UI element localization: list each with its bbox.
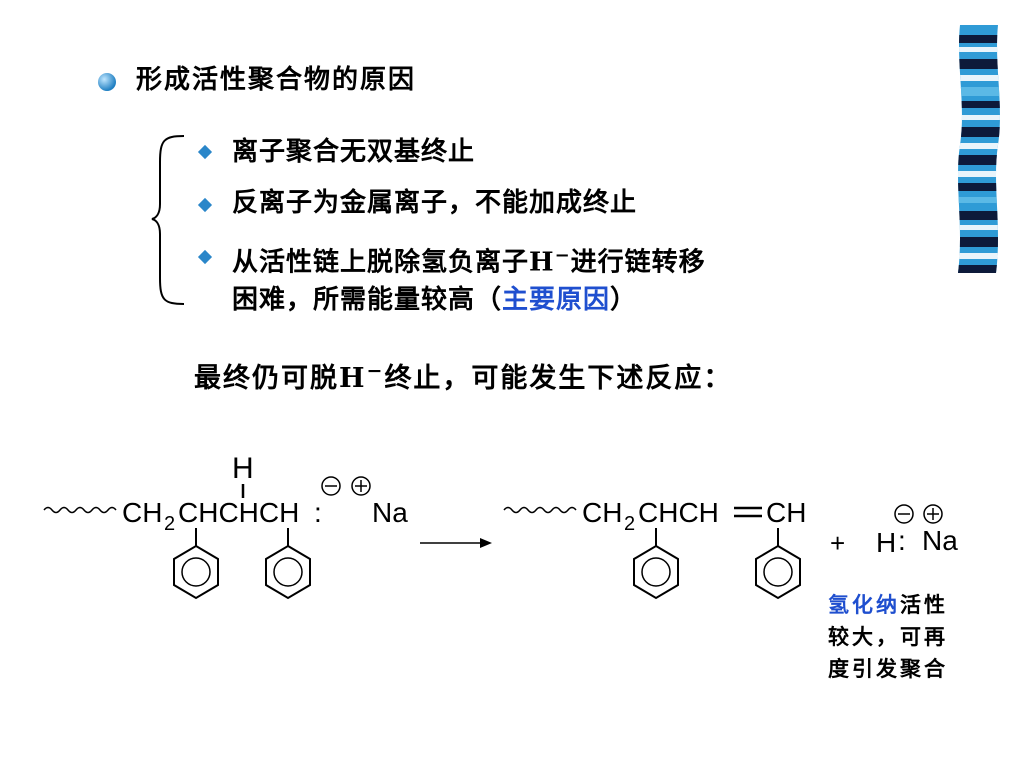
diamond-bullet-icon [197, 144, 213, 160]
summary-text: 最终仍可脱H−终止，可能发生下述反应： [194, 352, 732, 398]
bullet-item-3-text-b: 进行链转移 [570, 247, 706, 278]
slide-title: 形成活性聚合物的原因 [136, 65, 417, 95]
summary-b: 终止，可能发生下述反应： [384, 363, 733, 394]
summary-sup: − [366, 360, 385, 382]
left-colon: : [314, 497, 322, 528]
bullet-item-3-line2: 困难，所需能量较高（主要原因） [232, 280, 637, 320]
bullet-item-3-text-a: 从活性链上脱除氢负离子H [232, 247, 555, 278]
note-line1-rest: 活性 [900, 592, 948, 617]
bullet-item-3-sup: − [554, 245, 571, 266]
summary-a: 最终仍可脱H [194, 363, 367, 394]
bullet-item-3-line2-a: 困难，所需能量较高（ [232, 285, 503, 315]
bullet-item-3-line1: 从活性链上脱除氢负离子H−进行链转移 [232, 236, 706, 283]
diamond-bullet-icon [197, 249, 213, 265]
decorative-stripe-bar [958, 25, 1000, 273]
positive-charge-icon [351, 476, 371, 496]
note-line-1: 氢化纳活性 [828, 590, 948, 620]
note-line-3: 度引发聚合 [828, 656, 948, 681]
double-bond [734, 506, 762, 518]
positive-charge-icon [923, 504, 943, 524]
diamond-bullet-icon [197, 197, 213, 213]
left-rest: CHCHCH [178, 497, 299, 528]
reaction-scheme: CH 2 CHCHCH : H Na CH 2 CHCH CH [43, 452, 958, 600]
negative-charge-icon [894, 504, 914, 524]
plus-sign: + [830, 528, 845, 558]
left-counter-ion: Na [372, 497, 408, 528]
bullet-item-1: 离子聚合无双基终止 [232, 137, 476, 167]
phenyl-ring-icon [633, 544, 679, 600]
hydride-h: H [876, 527, 896, 558]
phenyl-ring-icon [755, 544, 801, 600]
polymer-chain-wave-left [43, 506, 117, 514]
polymer-chain-wave-right [503, 506, 577, 514]
sodium-hydride-highlight: 氢化纳 [828, 592, 900, 617]
reaction-arrow-icon [420, 538, 492, 548]
left-ch: CH [122, 497, 162, 528]
main-reason-highlight: 主要原因 [502, 285, 611, 315]
left-h-top: H [232, 452, 254, 485]
note-line-2: 较大，可再 [828, 624, 948, 649]
bullet-item-3-line2-b: ） [610, 285, 638, 315]
title-bullet-icon [98, 73, 116, 91]
bullet-item-2: 反离子为金属离子，不能加成终止 [232, 188, 638, 218]
left-brace [151, 135, 185, 305]
negative-charge-icon [321, 476, 341, 496]
right-sub: 2 [624, 513, 635, 535]
hydride-colon: : [898, 525, 906, 556]
right-rest: CHCH [638, 497, 719, 528]
hydride-na: Na [922, 525, 958, 556]
phenyl-ring-icon [265, 544, 311, 600]
right-ch: CH [582, 497, 622, 528]
phenyl-ring-icon [173, 544, 219, 600]
right-tail: CH [766, 497, 806, 528]
left-sub: 2 [164, 513, 175, 535]
